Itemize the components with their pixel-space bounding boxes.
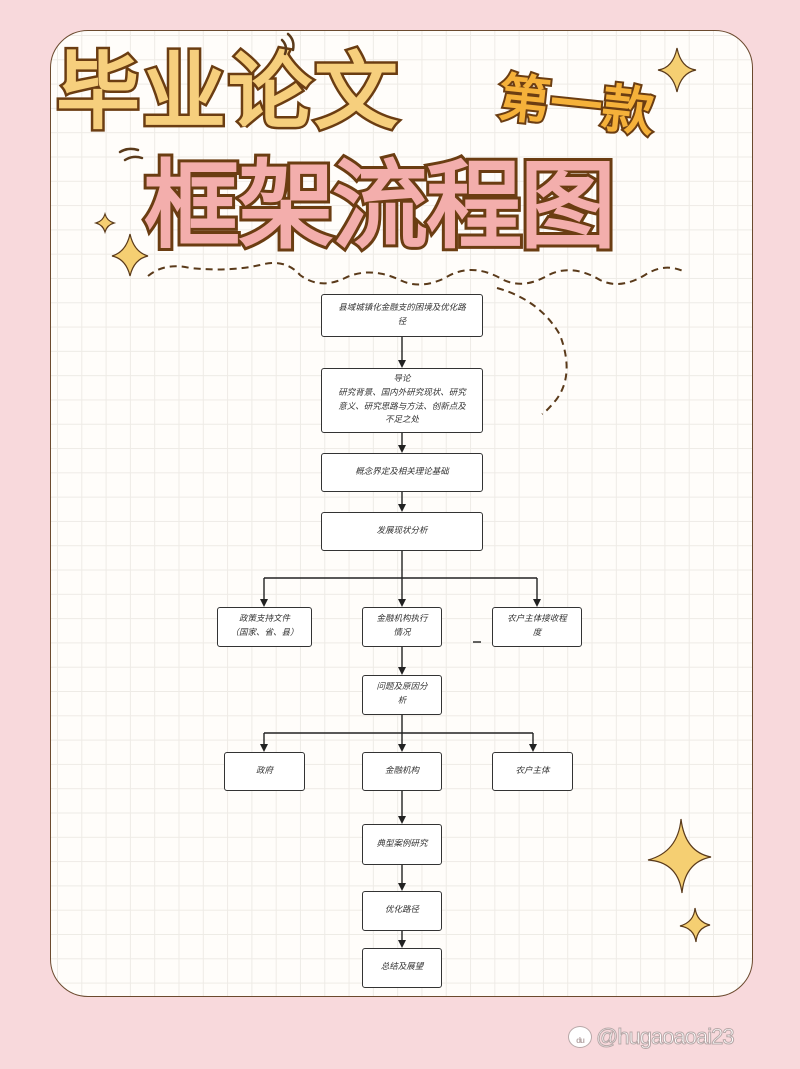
node-summary: 总结及展望 [362,948,442,988]
node-introduction: 导论 研究背景、国内外研究现状、研究 意义、研究思路与方法、创新点及 不足之处 [321,368,483,433]
watermark: du @hugaoaoai23 [568,1024,736,1050]
node-farmer-acceptance: 农户主体接收程 度 [492,607,582,647]
node-optimization-path: 优化路径 [362,891,442,931]
node-government: 政府 [224,752,305,791]
node-case-study: 典型案例研究 [362,824,442,865]
node-status-analysis: 发展现状分析 [321,512,483,551]
node-problem-analysis: 问题及原因分 析 [362,675,442,715]
node-thesis-topic: 县域城镇化金融支的困境及优化路 径 [321,294,483,337]
title-sub: 框架流程图 [141,150,619,262]
baidu-paw-icon: du [568,1026,592,1048]
watermark-text: @hugaoaoai23 [596,1024,736,1050]
title-main: 毕业论文 [53,43,401,141]
title-badge: 第一款 [493,66,658,146]
node-financial-institution: 金融机构 [362,752,442,791]
node-finance-execution: 金融机构执行 情况 [362,607,442,647]
node-theory: 概念界定及相关理论基础 [321,453,483,492]
node-policy-docs: 政策支持文件 （国家、省、县） [217,607,312,647]
node-farmer: 农户主体 [492,752,573,791]
